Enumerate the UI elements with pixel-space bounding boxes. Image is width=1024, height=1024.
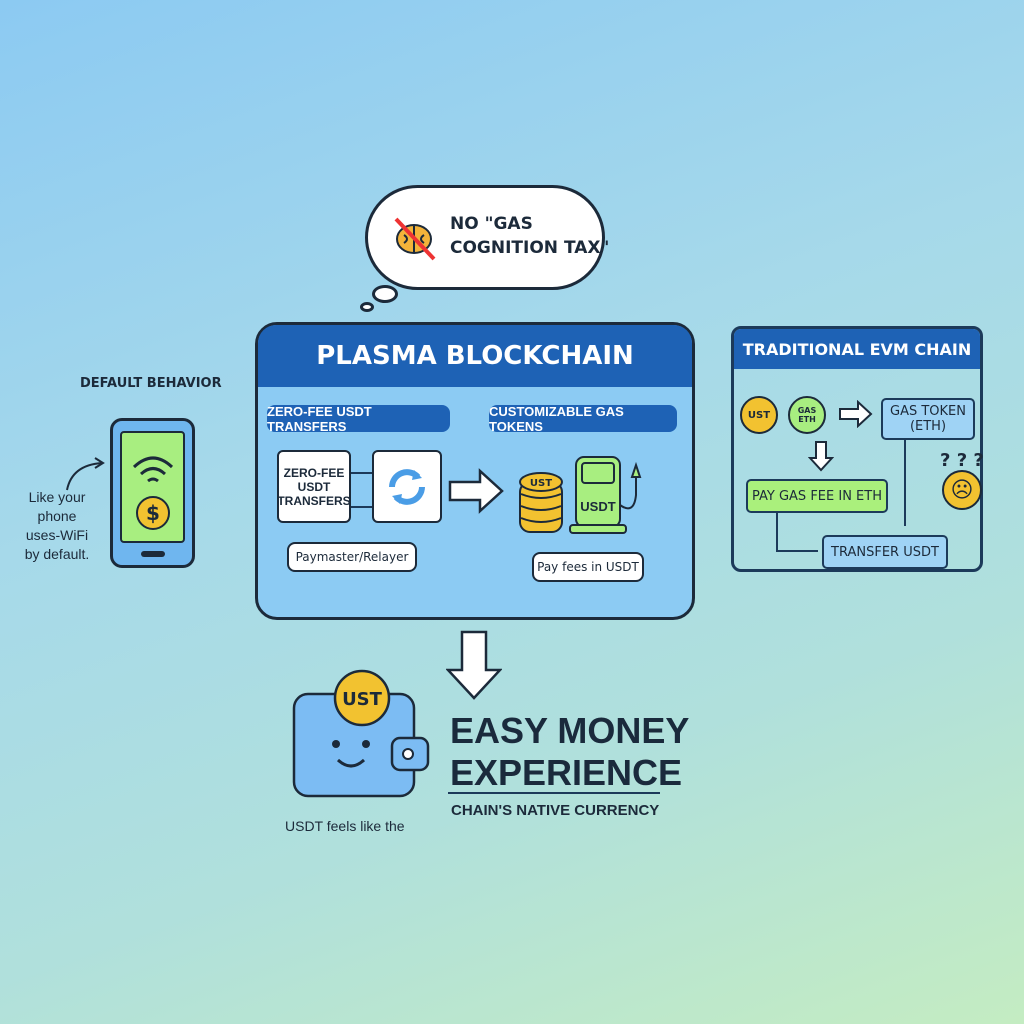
caption-line: uses-WiFi — [25, 527, 89, 543]
connector — [776, 513, 778, 551]
transfer-box: ZERO-FEE USDT TRANSFERS — [277, 450, 351, 523]
phone-heading: DEFAULT BEHAVIOR — [80, 376, 222, 391]
phone-icon: $ — [110, 418, 195, 568]
wallet-coin — [333, 669, 391, 727]
pump-label: USDT — [580, 499, 616, 514]
down-arrow-icon — [446, 630, 502, 700]
connector — [776, 550, 818, 552]
box-line: TRANSFERS — [277, 493, 351, 508]
coin-line: GAS — [797, 406, 817, 415]
coin-line: ETH — [798, 415, 816, 424]
wallet-coin-label: UST — [342, 689, 383, 710]
caption-left: USDT feels like the — [285, 818, 405, 834]
headline-line: EXPERIENCE — [450, 752, 683, 793]
question-marks: ? ? ? — [940, 450, 984, 471]
ust-coin: UST — [740, 396, 778, 434]
right-arrow-icon — [839, 400, 873, 428]
thought-bubble — [372, 285, 398, 303]
crossed-out-brain-icon — [392, 215, 438, 263]
gas-pump-icon: USDT — [568, 455, 648, 535]
caption-right: CHAIN'S NATIVE CURRENCY — [451, 802, 660, 819]
coin-stack-label: UST — [530, 478, 552, 489]
thought-bubble — [360, 302, 374, 312]
caption-line: phone — [37, 508, 77, 524]
phone-caption: Like your phone uses-WiFi by default. — [22, 488, 92, 564]
box-line: ZERO-FEE — [283, 465, 345, 480]
thought-line: COGNITION TAX" — [450, 238, 610, 258]
evm-title: TRADITIONAL EVM CHAIN — [734, 329, 980, 369]
pay-gas-box: PAY GAS FEE IN ETH — [746, 479, 888, 513]
zero-fee-pill: ZERO-FEE USDT TRANSFERS — [267, 404, 450, 434]
curved-arrow-icon — [66, 457, 105, 491]
relay-icon — [372, 450, 442, 523]
down-arrow-icon — [808, 441, 834, 472]
connector — [904, 440, 906, 526]
thought-text: NO "GAS COGNITION TAX" — [450, 212, 609, 260]
svg-text:$: $ — [146, 501, 160, 525]
plasma-title: PLASMA BLOCKCHAIN — [258, 325, 692, 387]
evm-panel — [731, 326, 983, 572]
sad-face-icon: ☹ — [942, 470, 982, 510]
right-arrow-icon — [448, 468, 504, 514]
transfer-box: TRANSFER USDT — [822, 535, 948, 569]
headline: EASY MONEY EXPERIENCE — [450, 710, 689, 794]
thought-line: NO "GAS — [450, 214, 533, 234]
box-line: (ETH) — [909, 419, 947, 434]
custom-gas-pill: CUSTOMIZABLE GAS TOKENS — [489, 404, 677, 434]
connector — [351, 506, 373, 508]
wallet-icon: UST — [290, 668, 430, 798]
connector — [351, 472, 373, 474]
paymaster-label: Paymaster/Relayer — [287, 542, 417, 572]
caption-line: Like your — [28, 489, 86, 505]
box-line: USDT — [297, 479, 331, 494]
coin-stack-icon: UST — [518, 470, 566, 536]
pay-fees-label: Pay fees in USDT — [532, 552, 644, 582]
caption-line: by default. — [24, 546, 90, 562]
headline-line: EASY MONEY — [450, 710, 690, 751]
gas-token-box: GAS TOKEN(ETH) — [881, 398, 975, 440]
box-line: GAS TOKEN — [890, 404, 966, 419]
divider — [448, 792, 660, 794]
